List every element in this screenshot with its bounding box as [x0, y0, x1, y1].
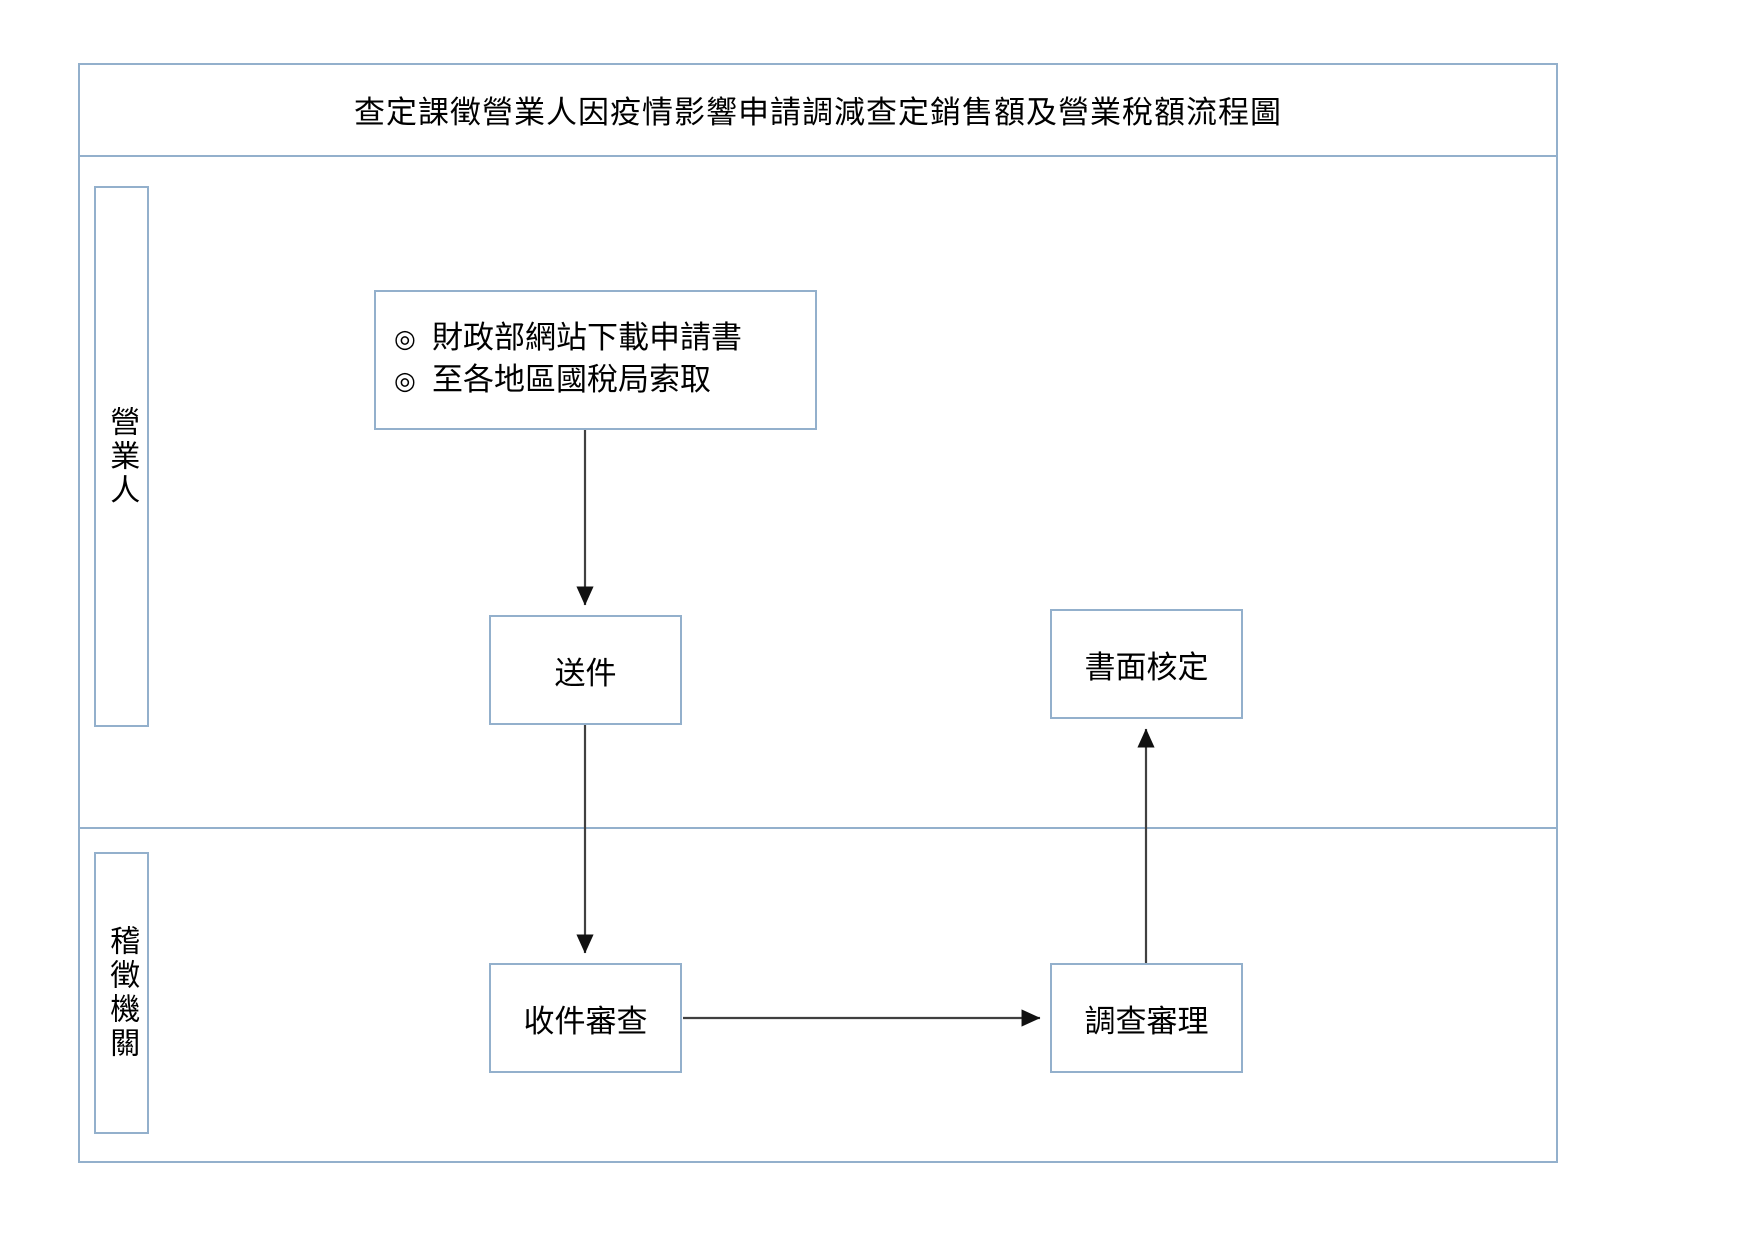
node-submit-label: 送件: [554, 655, 617, 692]
node-investigate-label: 調查審理: [1084, 1003, 1209, 1040]
lane-label-taxpayer-text: 營業人: [104, 405, 140, 508]
node-application-source[interactable]: ◎ 財政部網站下載申請書 ◎ 至各地區國稅局索取: [374, 290, 817, 430]
list-item: ◎ 財政部網站下載申請書: [394, 319, 742, 359]
lane-label-tax-authority: 稽徵機關: [94, 852, 149, 1134]
list-item-label: 至各地區國稅局索取: [432, 362, 711, 398]
node-receive-review-label: 收件審查: [523, 1003, 648, 1040]
page-title: 查定課徵營業人因疫情影響申請調減查定銷售額及營業稅額流程圖: [354, 94, 1282, 131]
node-written-approval-label: 書面核定: [1084, 649, 1209, 686]
list-item-label: 財政部網站下載申請書: [432, 320, 742, 357]
lane-separator: [78, 827, 1558, 829]
lane-label-tax-authority-text: 稽徵機關: [104, 925, 140, 1061]
bullseye-icon: ◎: [394, 324, 416, 354]
node-investigate[interactable]: 調查審理: [1050, 963, 1243, 1073]
diagram-title-band: 查定課徵營業人因疫情影響申請調減查定銷售額及營業稅額流程圖: [78, 63, 1558, 157]
bullseye-icon: ◎: [394, 365, 416, 395]
node-written-approval[interactable]: 書面核定: [1050, 609, 1243, 719]
lane-label-taxpayer: 營業人: [94, 186, 149, 727]
diagram-outer-frame: [78, 63, 1558, 1163]
node-receive-review[interactable]: 收件審查: [489, 963, 682, 1073]
node-submit[interactable]: 送件: [489, 615, 682, 725]
list-item: ◎ 至各地區國稅局索取: [394, 361, 742, 401]
application-source-list: ◎ 財政部網站下載申請書 ◎ 至各地區國稅局索取: [394, 319, 742, 400]
